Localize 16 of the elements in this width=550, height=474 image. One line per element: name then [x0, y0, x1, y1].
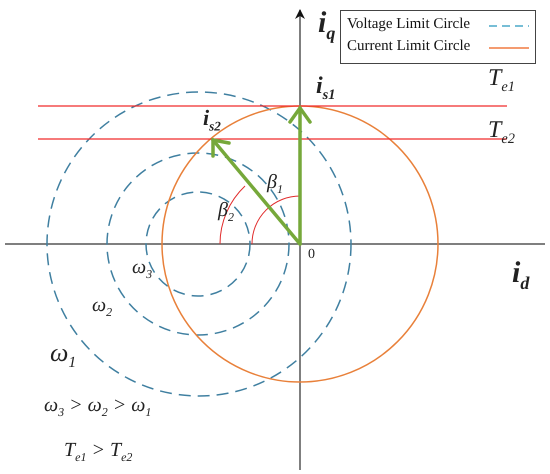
origin-label: 0	[308, 248, 315, 262]
math-label: T$_{e2}$	[488, 118, 515, 146]
math-label: i$_{s1}$	[316, 74, 336, 102]
math-label: β$_{2}$	[218, 200, 234, 223]
math-label: T$_{e1}$	[488, 66, 515, 94]
math-label: ω$_{2}$	[92, 295, 112, 318]
math-label: β$_{1}$	[267, 172, 283, 195]
math-label: T$_{e1}$ > T$_{e2}$	[64, 440, 132, 463]
math-label: i$_{q}$	[318, 8, 336, 42]
legend-text: Voltage Limit Circle	[347, 16, 470, 33]
math-label: ω$_{3}$	[132, 257, 152, 280]
math-label: ω$_{1}$	[50, 340, 76, 371]
math-label: ω$_{3}$ > ω$_{2}$ > ω$_{1}$	[44, 395, 152, 418]
math-label: i$_{s2}$	[203, 107, 221, 133]
legend-text: Current Limit Circle	[347, 38, 470, 55]
math-label: i$_{d}$	[512, 258, 530, 292]
